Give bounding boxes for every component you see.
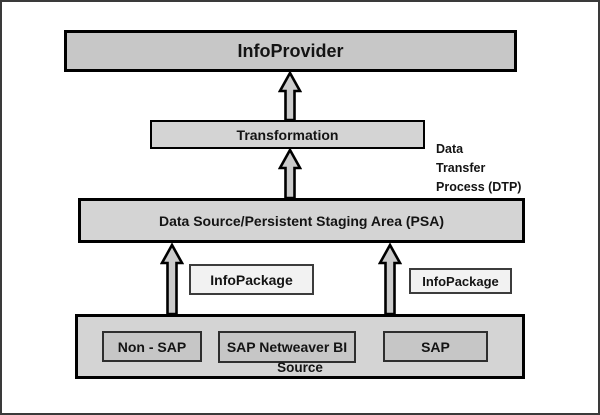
annotation-dtp-line-3: Process (DTP) bbox=[436, 180, 522, 194]
node-info-provider-label: InfoProvider bbox=[237, 40, 344, 61]
node-transformation-label: Transformation bbox=[236, 126, 339, 143]
node-source-sap: SAP bbox=[383, 331, 488, 362]
up-arrow-source-to-psa-left-icon bbox=[160, 243, 184, 314]
node-source-sap-label: SAP bbox=[421, 338, 450, 355]
node-source-caption: Source bbox=[277, 360, 323, 375]
up-arrow-psa-to-transformation-icon bbox=[278, 148, 302, 198]
up-arrow-transformation-to-infoprovider-icon bbox=[278, 71, 302, 120]
node-psa-label: Data Source/Persistent Staging Area (PSA… bbox=[158, 212, 444, 229]
node-source-non-sap-label: Non - SAP bbox=[117, 338, 187, 355]
node-psa: Data Source/Persistent Staging Area (PSA… bbox=[78, 198, 525, 243]
node-source-sap-netweaver-bi-label: SAP Netweaver BI bbox=[226, 339, 348, 355]
annotation-info-package-right-label: InfoPackage bbox=[422, 273, 499, 289]
node-source-non-sap: Non - SAP bbox=[102, 331, 202, 362]
annotation-dtp-line-2: Transfer bbox=[436, 161, 486, 175]
annotation-info-package-left: InfoPackage bbox=[189, 264, 314, 295]
annotation-info-package-left-label: InfoPackage bbox=[210, 271, 293, 288]
node-source: Non - SAP SAP Netweaver BI SAP Source bbox=[75, 314, 525, 379]
node-source-sap-netweaver-bi: SAP Netweaver BI bbox=[218, 331, 356, 363]
annotation-dtp-label: Data Transfer Process (DTP) bbox=[436, 140, 548, 197]
node-transformation: Transformation bbox=[150, 120, 425, 149]
node-info-provider: InfoProvider bbox=[64, 30, 517, 72]
up-arrow-source-to-psa-right-icon bbox=[378, 243, 402, 314]
annotation-dtp-line-1: Data bbox=[436, 142, 464, 156]
annotation-info-package-right: InfoPackage bbox=[409, 268, 512, 294]
